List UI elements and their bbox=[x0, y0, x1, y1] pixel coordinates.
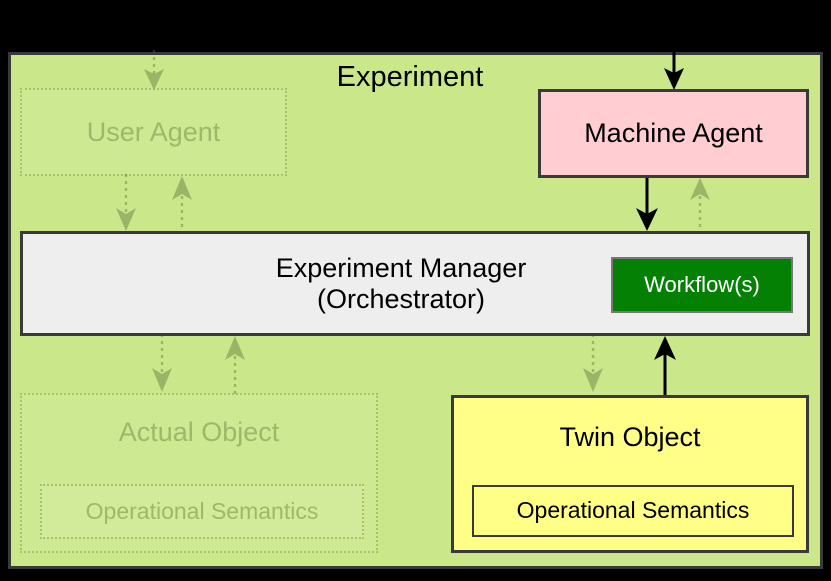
connector-experiment-manager-to-actual-object bbox=[152, 334, 172, 392]
twin-object-label: Twin Object bbox=[559, 422, 701, 452]
node-twin-object[interactable]: Twin Object Operational Semantics bbox=[451, 395, 809, 553]
connector-user-agent-to-experiment-manager bbox=[116, 174, 136, 231]
connector-machine-agent-to-experiment-manager bbox=[636, 176, 658, 231]
user-agent-label: User Agent bbox=[86, 116, 221, 147]
connector-external-to-machine-agent bbox=[664, 26, 684, 90]
experiment-manager-label: Experiment Manager (Orchestrator) bbox=[275, 253, 527, 314]
actual-object-semantics-label: Operational Semantics bbox=[85, 497, 319, 524]
connector-experiment-manager-to-twin-object bbox=[583, 334, 603, 392]
twin-object-semantics-label: Operational Semantics bbox=[516, 497, 750, 524]
node-workflows[interactable]: Workflow(s) bbox=[611, 257, 793, 313]
node-twin-object-semantics[interactable]: Operational Semantics bbox=[472, 485, 794, 537]
connector-experiment-manager-to-machine-agent bbox=[690, 178, 710, 234]
workflows-label: Workflow(s) bbox=[644, 271, 760, 297]
machine-agent-label: Machine Agent bbox=[584, 118, 763, 149]
actual-object-label: Actual Object bbox=[118, 417, 280, 447]
node-actual-object-semantics[interactable]: Operational Semantics bbox=[40, 484, 364, 539]
connector-actual-object-to-experiment-manager bbox=[225, 336, 245, 394]
connector-external-to-user-agent bbox=[144, 50, 164, 90]
node-machine-agent[interactable]: Machine Agent bbox=[538, 89, 809, 178]
node-user-agent[interactable]: User Agent bbox=[20, 88, 287, 176]
node-actual-object[interactable]: Actual Object Operational Semantics bbox=[20, 393, 378, 553]
connector-twin-object-to-experiment-manager bbox=[654, 336, 676, 396]
experiment-title: Experiment bbox=[336, 61, 484, 93]
connector-experiment-manager-to-user-agent bbox=[172, 176, 192, 234]
